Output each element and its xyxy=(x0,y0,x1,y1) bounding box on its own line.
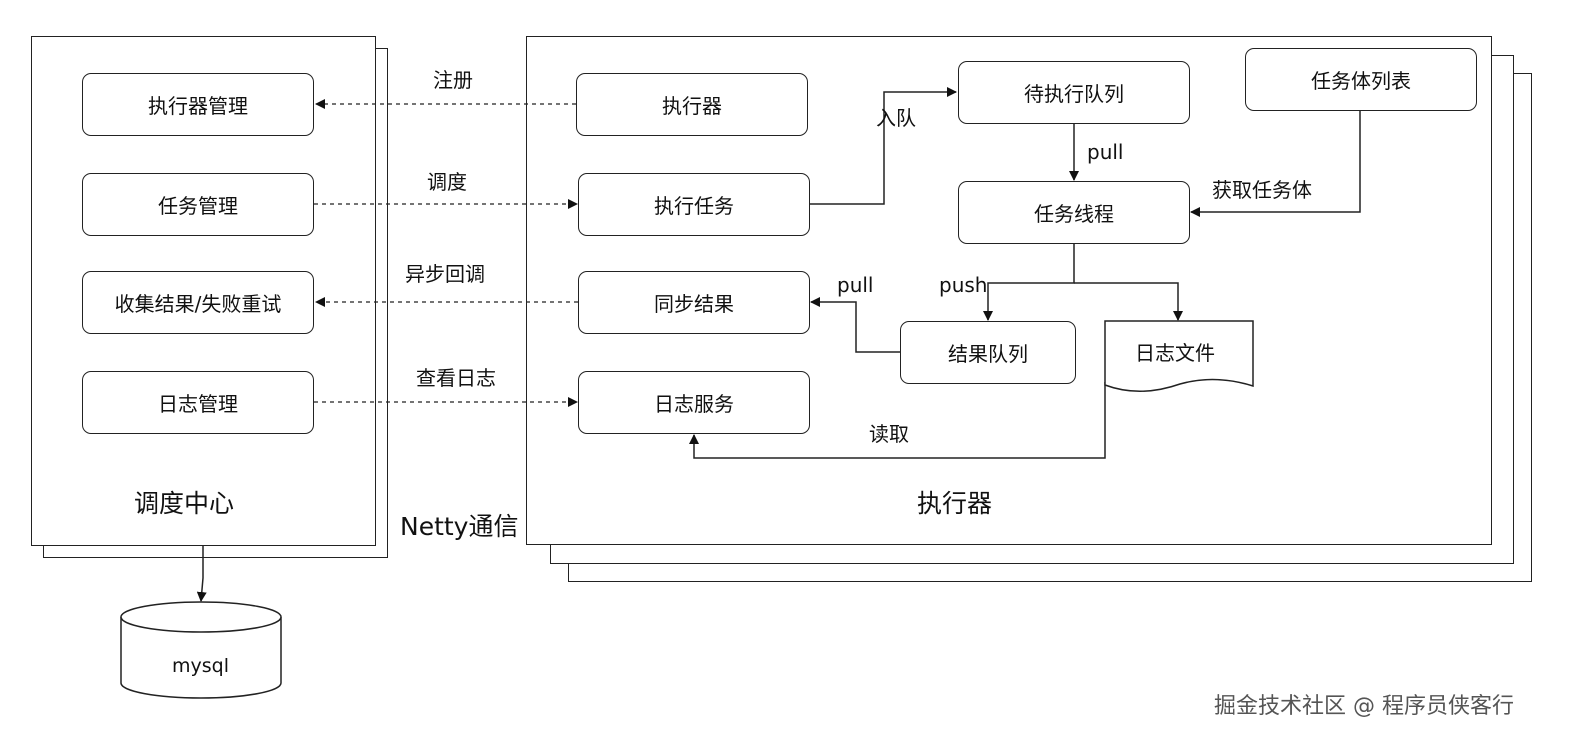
log-management-label: 日志管理 xyxy=(158,392,238,416)
task-body-list-node: 任务体列表 xyxy=(1245,48,1477,111)
log-service-node: 日志服务 xyxy=(578,371,810,434)
log-file-label: 日志文件 xyxy=(1135,341,1215,365)
schedule-label: 调度 xyxy=(427,170,467,194)
log-service-label: 日志服务 xyxy=(654,392,734,416)
netty-channel-label: Netty通信 xyxy=(400,512,519,541)
executor-label: 执行器 xyxy=(662,94,722,118)
log-management-node: 日志管理 xyxy=(82,371,314,434)
task-body-list-label: 任务体列表 xyxy=(1311,69,1411,93)
collect-retry-label: 收集结果/失败重试 xyxy=(114,292,282,316)
edge-enqueue xyxy=(810,87,957,205)
async-callback-label: 异步回调 xyxy=(405,262,485,286)
view-log-label: 查看日志 xyxy=(416,366,496,390)
executor-management-label: 执行器管理 xyxy=(148,94,248,118)
executor-management-node: 执行器管理 xyxy=(82,73,314,136)
sync-result-node: 同步结果 xyxy=(578,271,810,334)
pending-queue-node: 待执行队列 xyxy=(958,61,1190,124)
executor-node: 执行器 xyxy=(576,73,808,136)
mysql-cylinder xyxy=(120,601,282,699)
task-management-label: 任务管理 xyxy=(158,194,238,218)
edge-get-task-body xyxy=(1190,110,1361,217)
edge-to-mysql xyxy=(196,546,207,602)
pull-result-label: pull xyxy=(837,273,874,297)
sync-result-label: 同步结果 xyxy=(654,292,734,316)
watermark-text: 掘金技术社区 @ 程序员侠客行 xyxy=(1214,694,1514,719)
execute-task-label: 执行任务 xyxy=(654,194,734,218)
edge-push-result xyxy=(983,244,1075,321)
task-management-node: 任务管理 xyxy=(82,173,314,236)
executor-title: 执行器 xyxy=(917,489,993,518)
edge-push-logfile xyxy=(1074,282,1183,321)
edge-pull-result xyxy=(810,297,900,353)
log-file-shape xyxy=(1104,320,1254,392)
push-label: push xyxy=(939,273,988,297)
mysql-label: mysql xyxy=(172,655,229,677)
execute-task-node: 执行任务 xyxy=(578,173,810,236)
collect-retry-node: 收集结果/失败重试 xyxy=(82,271,314,334)
edge-read-log xyxy=(689,382,1106,459)
task-thread-node: 任务线程 xyxy=(958,181,1190,244)
task-thread-label: 任务线程 xyxy=(1034,202,1114,226)
enqueue-label: 入队 xyxy=(876,106,916,130)
result-queue-node: 结果队列 xyxy=(900,321,1076,384)
pull-pending-label: pull xyxy=(1087,140,1124,164)
read-label: 读取 xyxy=(869,422,909,446)
get-task-body-label: 获取任务体 xyxy=(1212,178,1312,202)
pending-queue-label: 待执行队列 xyxy=(1024,82,1124,106)
scheduler-title: 调度中心 xyxy=(134,489,235,518)
result-queue-label: 结果队列 xyxy=(948,342,1028,366)
register-label: 注册 xyxy=(433,68,473,92)
